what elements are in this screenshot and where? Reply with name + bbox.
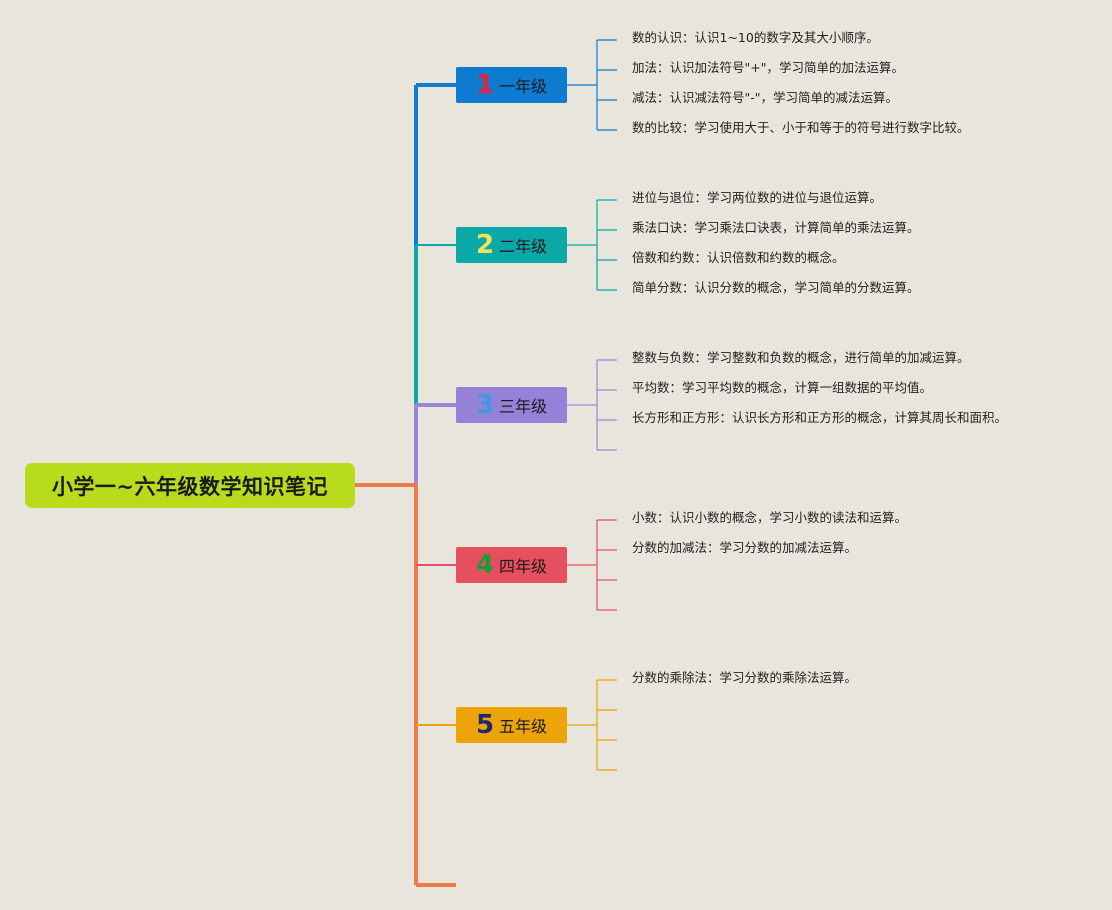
grade-label: 五年级: [499, 717, 548, 736]
grade-4-item-2[interactable]: 分数的加减法：学习分数的加减法运算。: [632, 540, 858, 555]
grade-3-item-1[interactable]: 整数与负数：学习整数和负数的概念，进行简单的加减运算。: [632, 350, 970, 365]
grade-1-item-3[interactable]: 减法：认识减法符号"-"，学习简单的减法运算。: [632, 90, 899, 105]
grade-number: 5: [475, 710, 495, 740]
grade-label: 四年级: [499, 557, 548, 576]
grade-2-item-4[interactable]: 简单分数：认识分数的概念，学习简单的分数运算。: [632, 280, 920, 295]
grade-3-item-2[interactable]: 平均数：学习平均数的概念，计算一组数据的平均值。: [632, 380, 933, 395]
grade-label: 三年级: [499, 397, 548, 416]
grade-number: 3: [475, 390, 495, 420]
grade-number: 1: [475, 70, 495, 100]
grade-4-item-1[interactable]: 小数：认识小数的概念，学习小数的读法和运算。: [632, 510, 908, 525]
grade-1-item-1[interactable]: 数的认识：认识1~10的数字及其大小顺序。: [632, 30, 879, 45]
grade-3-item-3[interactable]: 长方形和正方形：认识长方形和正方形的概念，计算其周长和面积。: [632, 410, 1008, 425]
grade-1-item-4[interactable]: 数的比较：学习使用大于、小于和等于的符号进行数字比较。: [632, 120, 970, 135]
grade-1-item-2[interactable]: 加法：认识加法符号"+"，学习简单的加法运算。: [632, 60, 904, 75]
grade-5-item-1[interactable]: 分数的乘除法：学习分数的乘除法运算。: [632, 670, 858, 685]
grade-label: 一年级: [499, 77, 548, 96]
grade-2-item-1[interactable]: 进位与退位：学习两位数的进位与退位运算。: [632, 190, 883, 205]
root-topic[interactable]: 小学一~六年级数学知识笔记: [25, 463, 355, 508]
grade-2-item-2[interactable]: 乘法口诀：学习乘法口诀表，计算简单的乘法运算。: [632, 220, 920, 235]
root-topic-label: 小学一~六年级数学知识笔记: [51, 474, 329, 499]
grade-number: 2: [475, 230, 495, 260]
grade-2-item-3[interactable]: 倍数和约数：认识倍数和约数的概念。: [632, 250, 845, 265]
grade-label: 二年级: [499, 237, 548, 256]
grade-number: 4: [475, 550, 495, 580]
